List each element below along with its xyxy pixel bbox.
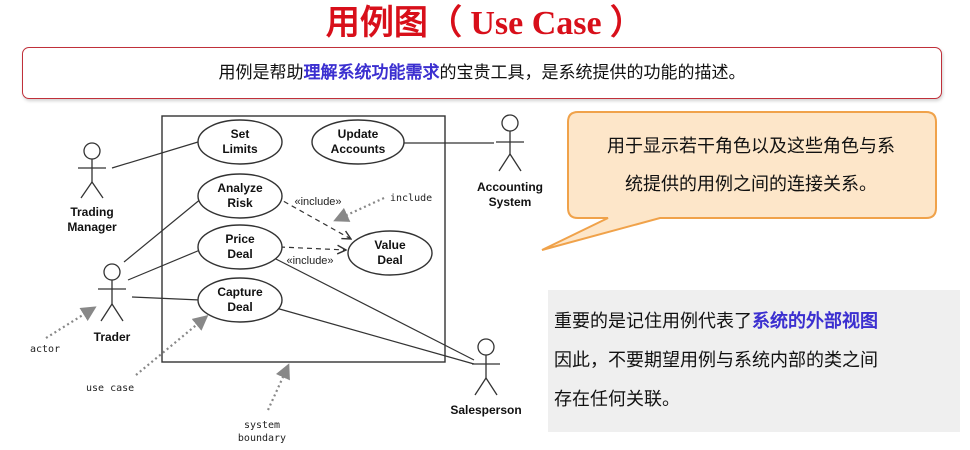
title-paren-open: （	[427, 3, 462, 43]
usecase-value-deal-l2: Deal	[377, 253, 402, 267]
annot-arrow-boundary	[266, 363, 290, 411]
annot-include-label: include	[390, 193, 432, 204]
usecase-capture-deal	[197, 277, 283, 323]
usecase-price-deal-l2: Deal	[227, 247, 252, 261]
note-box: 重要的是记住用例代表了系统的外部视图 因此，不要期望用例与系统内部的类之间 存在…	[548, 290, 960, 432]
usecase-capture-deal-l1: Capture	[217, 285, 263, 299]
note-line-1: 重要的是记住用例代表了系统的外部视图	[554, 302, 960, 341]
usecase-value-deal	[347, 230, 433, 276]
title-en: Use Case	[461, 5, 611, 42]
assoc-manager-setlimits	[111, 141, 199, 169]
title-paren-close: ）	[610, 3, 645, 43]
assoc-trader-capture	[131, 296, 201, 301]
annot-arrow-actor	[45, 306, 97, 339]
usecase-set-limits	[197, 119, 283, 165]
usecase-value-deal-l1: Value	[374, 238, 406, 252]
usecase-update-accounts	[311, 119, 405, 165]
usecase-update-accounts-l2: Accounts	[331, 142, 386, 156]
callout-line-2: 统提供的用例之间的连接关系。	[625, 174, 877, 195]
assoc-price-sales	[269, 255, 475, 361]
usecase-price-deal-l1: Price	[225, 232, 255, 246]
title-zh: 用例图	[325, 3, 428, 43]
note-line-1-prefix: 重要的是记住用例代表了	[554, 311, 752, 332]
page-title: 用例图（ Use Case ）	[0, 0, 970, 46]
callout-text: 用于显示若干角色以及这些角色与系 统提供的用例之间的连接关系。	[566, 128, 936, 204]
note-line-2: 因此，不要期望用例与系统内部的类之间	[554, 350, 878, 371]
usecase-set-limits-l2: Limits	[222, 142, 258, 156]
actor-trading-manager-l2: Manager	[67, 220, 117, 234]
annot-arrow-usecase	[135, 315, 209, 376]
annot-arrow-include	[333, 197, 385, 222]
note-line-3: 存在任何关联。	[554, 389, 680, 410]
usecase-analyze-risk-l2: Risk	[227, 196, 253, 210]
system-boundary-box	[161, 115, 446, 363]
definition-highlight: 理解系统功能需求	[303, 63, 440, 83]
actor-trader	[98, 263, 126, 322]
assoc-capture-sales	[275, 307, 475, 365]
actor-accounting-system-l2: System	[489, 195, 532, 209]
usecase-analyze-risk-l1: Analyze	[217, 181, 263, 195]
definition-suffix: 的宝贵工具，是系统提供的功能的描述。	[439, 63, 746, 83]
actor-trader-label: Trader	[94, 330, 131, 344]
annot-boundary-l2: boundary	[238, 433, 286, 444]
usecase-capture-deal-l2: Deal	[227, 300, 252, 314]
note-line-1-highlight: 系统的外部视图	[752, 311, 878, 332]
include-label-price: «include»	[286, 255, 333, 267]
annot-actor-label: actor	[30, 344, 60, 355]
actor-accounting-system	[496, 114, 524, 172]
include-price-value	[279, 247, 346, 250]
actor-trading-manager-l1: Trading	[70, 205, 113, 219]
annot-boundary-l1: system	[244, 420, 280, 431]
annot-usecase-label: use case	[86, 383, 134, 394]
actor-accounting-system-l1: Accounting	[477, 180, 543, 194]
actor-salesperson	[472, 338, 500, 396]
callout-line-1: 用于显示若干角色以及这些角色与系	[607, 136, 895, 157]
include-label-analyze: «include»	[294, 196, 341, 208]
definition-box: 用例是帮助理解系统功能需求的宝贵工具，是系统提供的功能的描述。	[22, 47, 942, 99]
usecase-set-limits-l1: Set	[231, 127, 250, 141]
usecase-price-deal	[197, 224, 283, 270]
assoc-trader-analyze	[123, 197, 203, 263]
actor-trading-manager	[78, 142, 106, 199]
callout-bubble	[541, 111, 937, 251]
usecase-analyze-risk	[197, 173, 283, 219]
usecase-update-accounts-l1: Update	[338, 127, 379, 141]
actor-salesperson-label: Salesperson	[450, 403, 521, 417]
definition-prefix: 用例是帮助	[218, 63, 304, 83]
assoc-trader-price	[127, 249, 201, 281]
